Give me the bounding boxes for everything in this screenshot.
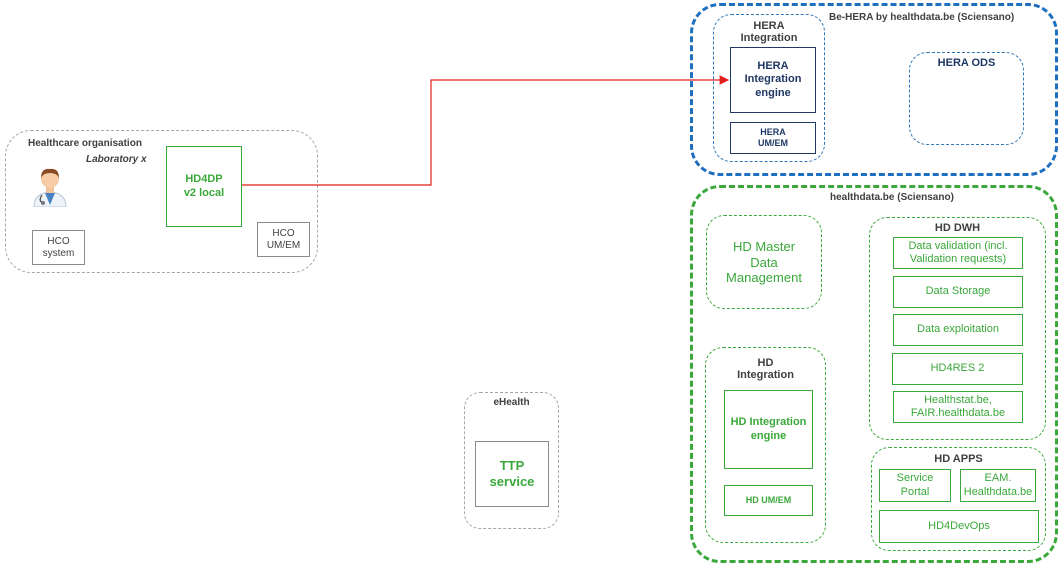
hera-umem-box: HERA UM/EM — [730, 122, 816, 154]
healthdata-group — [690, 185, 1058, 563]
data-validation-box: Data validation (incl. Validation reques… — [893, 237, 1023, 269]
hera-integration-engine-box: HERA Integration engine — [730, 47, 816, 113]
hera-ods-title: HERA ODS — [937, 57, 996, 69]
hd4res2-box: HD4RES 2 — [892, 353, 1023, 385]
healthdata-title: healthdata.be (Sciensano) — [830, 192, 954, 203]
hco-umem-box: HCO UM/EM — [257, 222, 310, 257]
hd-integration-engine-box: HD Integration engine — [724, 390, 813, 469]
healthcare-organisation-group — [5, 130, 318, 273]
hd-dwh-group — [869, 217, 1046, 440]
healthcare-organisation-title: Healthcare organisation — [28, 138, 142, 149]
data-storage-box: Data Storage — [893, 276, 1023, 308]
hco-system-box: HCO system — [32, 230, 85, 265]
ttp-service-box: TTP service — [475, 441, 549, 507]
hd4devops-box: HD4DevOps — [879, 510, 1039, 543]
hd-master-data-label: HD Master Data Management — [726, 239, 802, 286]
healthstat-fair-box: Healthstat.be, FAIR.healthdata.be — [893, 391, 1023, 423]
hd-master-data-group — [706, 215, 822, 309]
hd-umem-box: HD UM/EM — [724, 485, 813, 516]
ehealth-title: eHealth — [493, 397, 530, 408]
ehealth-group — [464, 392, 559, 529]
laboratory-label: Laboratory x — [86, 154, 147, 165]
hd4dp-to-hera-connector — [242, 75, 730, 186]
eam-healthdata-box: EAM. Healthdata.be — [960, 469, 1036, 502]
hd-integration-title: HD Integration — [737, 357, 794, 381]
hd-dwh-title: HD DWH — [934, 222, 981, 234]
hd-integration-group — [705, 347, 826, 543]
data-exploitation-box: Data exploitation — [893, 314, 1023, 346]
hd-apps-group — [871, 447, 1046, 551]
hd4dp-v2-local-box: HD4DP v2 local — [166, 146, 242, 227]
hera-integration-group — [713, 14, 825, 162]
doctor-avatar-icon — [30, 165, 70, 208]
be-hera-group — [690, 3, 1058, 176]
hera-ods-group — [909, 52, 1024, 145]
service-portal-box: Service Portal — [879, 469, 951, 502]
be-hera-title: Be-HERA by healthdata.be (Sciensano) — [829, 12, 1015, 23]
hd-apps-title: HD APPS — [934, 453, 983, 465]
hera-integration-title: HERA Integration — [740, 20, 798, 44]
